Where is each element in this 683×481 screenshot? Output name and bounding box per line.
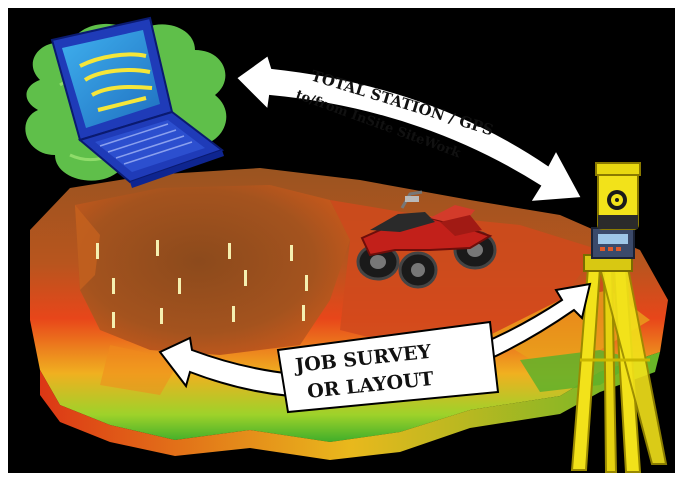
atv-vehicle (356, 190, 497, 289)
laptop-computer (25, 16, 227, 188)
layout-stakes (96, 240, 308, 328)
total-station-instrument (570, 162, 668, 473)
survey-layout-arrow: JOB SURVEY OR LAYOUT (158, 282, 592, 414)
